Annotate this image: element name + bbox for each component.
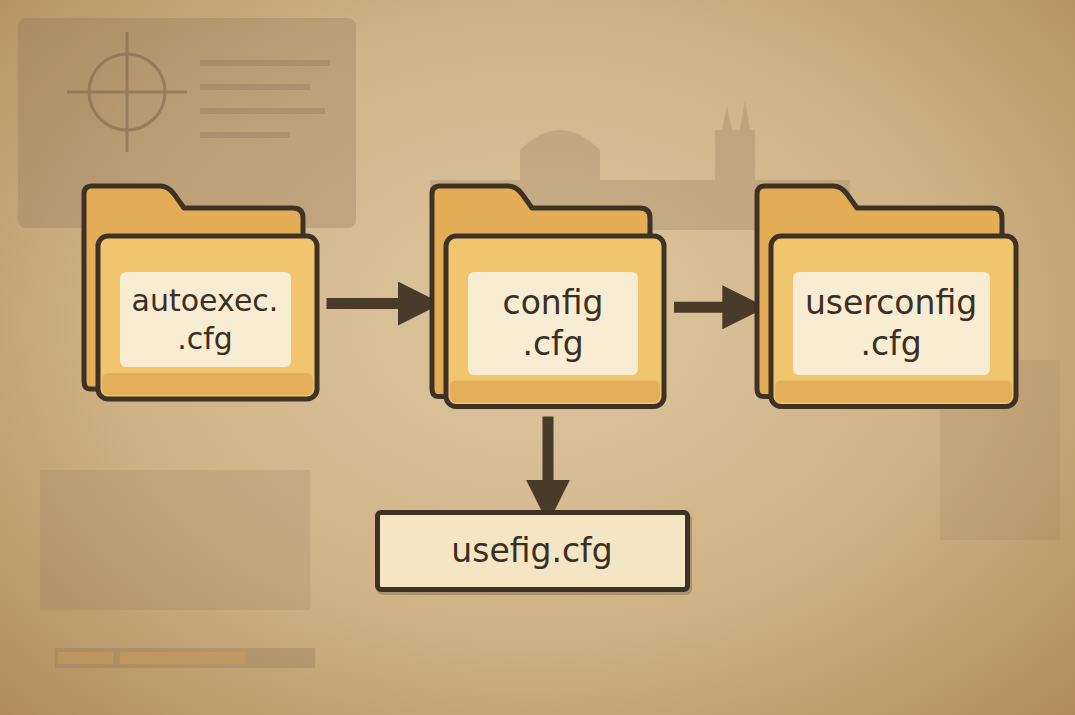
- file-name: usefig.cfg: [451, 530, 612, 571]
- folder-node: autoexec. .cfg: [80, 180, 321, 403]
- file-name: config .cfg: [476, 282, 630, 365]
- flow-arrow: [543, 417, 554, 505]
- file-label: config .cfg: [468, 272, 638, 375]
- faded-bar: [58, 652, 113, 664]
- faded-bar: [55, 648, 315, 668]
- faded-panel: [18, 18, 356, 228]
- faded-bar: [120, 652, 245, 664]
- file-label: userconfig .cfg: [793, 272, 990, 375]
- flow-arrow: [327, 298, 423, 309]
- file-label: autoexec. .cfg: [120, 272, 291, 367]
- crosshair: [67, 32, 187, 152]
- folder-node: userconfig .cfg: [753, 180, 1020, 411]
- folder-node: config .cfg: [428, 180, 668, 411]
- file-name: userconfig .cfg: [801, 282, 982, 365]
- faded-lines: [200, 60, 330, 138]
- file-box: usefig.cfg: [375, 510, 690, 592]
- faded-panel: [40, 470, 310, 610]
- flow-arrow: [674, 302, 747, 313]
- file-name: autoexec. .cfg: [128, 282, 283, 357]
